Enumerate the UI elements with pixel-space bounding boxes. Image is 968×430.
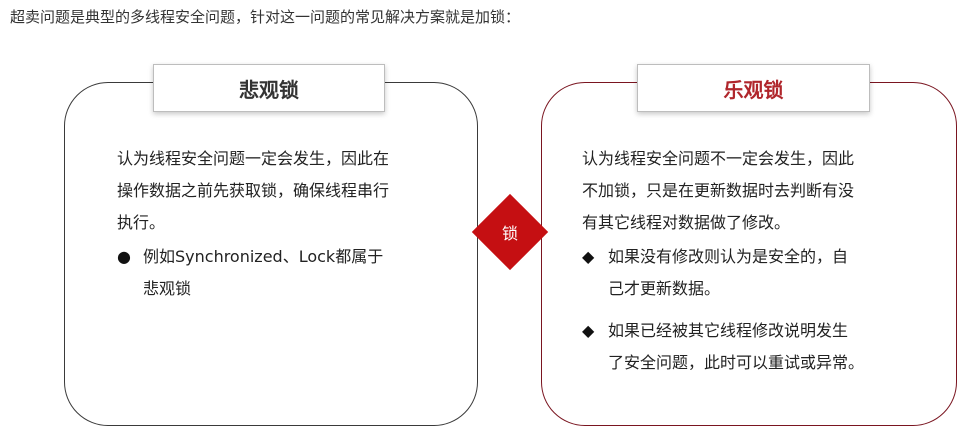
optimistic-line: 有其它线程对数据做了修改。 <box>582 213 791 232</box>
optimistic-line: 不加锁，只是在更新数据时去判断有没 <box>582 181 855 200</box>
lock-diamond: 锁 <box>471 193 549 271</box>
bullet-line: 了安全问题，此时可以重试或异常。 <box>608 353 865 372</box>
bullet-dot-icon: ● <box>117 247 131 266</box>
pessimistic-lock-card: 认为线程安全问题一定会发生，因此在 操作数据之前先获取锁，确保线程串行 执行。 … <box>64 82 478 426</box>
bullet-line: 如果已经被其它线程修改说明发生 <box>608 321 849 340</box>
intro-text: 超卖问题是典型的多线程安全问题，针对这一问题的常见解决方案就是加锁： <box>10 8 521 26</box>
pessimistic-line: 认为线程安全问题一定会发生，因此在 <box>117 149 390 168</box>
pessimistic-description: 认为线程安全问题一定会发生，因此在 操作数据之前先获取锁，确保线程串行 执行。 <box>117 143 447 239</box>
bullet-line: 悲观锁 <box>143 279 192 298</box>
optimistic-line: 认为线程安全问题不一定会发生，因此 <box>582 149 855 168</box>
bullet-line: 己才更新数据。 <box>608 279 721 298</box>
bullet-diamond-icon: ◆ <box>582 247 595 266</box>
pessimistic-line: 执行。 <box>117 213 166 232</box>
pessimistic-line: 操作数据之前先获取锁，确保线程串行 <box>117 181 390 200</box>
optimistic-lock-card: 认为线程安全问题不一定会发生，因此 不加锁，只是在更新数据时去判断有没 有其它线… <box>541 82 957 426</box>
bullet-line: 例如Synchronized、Lock都属于 <box>143 247 384 266</box>
optimistic-description: 认为线程安全问题不一定会发生，因此 不加锁，只是在更新数据时去判断有没 有其它线… <box>582 143 922 239</box>
optimistic-lock-title: 乐观锁 <box>637 64 870 112</box>
lock-label: 锁 <box>501 224 518 243</box>
pessimistic-lock-title: 悲观锁 <box>153 64 385 112</box>
bullet-diamond-icon: ◆ <box>582 321 595 340</box>
bullet-line: 如果没有修改则认为是安全的，自 <box>608 247 849 266</box>
